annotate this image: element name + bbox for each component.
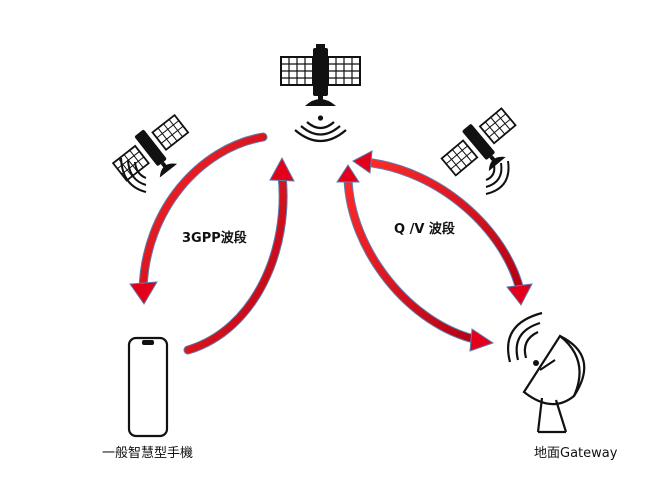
left-uplink-arrow [183, 156, 295, 355]
left-satellite-icon [111, 113, 190, 182]
smartphone-icon [127, 336, 169, 438]
right-satellite-signal-icon [485, 160, 510, 195]
band-right-label: Q /V 波段 [394, 221, 455, 237]
left-downlink-arrow [129, 132, 268, 305]
band-left-label: 3GPP波段 [182, 230, 247, 246]
right-uplink-arrow [336, 164, 495, 352]
center-satellite-icon [280, 44, 361, 143]
phone-label: 一般智慧型手機 [102, 445, 193, 461]
right-satellite-icon [440, 107, 517, 177]
satellite-dish-icon [507, 311, 586, 434]
right-downlink-arrow [352, 150, 533, 306]
left-satellite-signal-icon [120, 157, 147, 193]
gateway-label: 地面Gateway [534, 446, 618, 461]
